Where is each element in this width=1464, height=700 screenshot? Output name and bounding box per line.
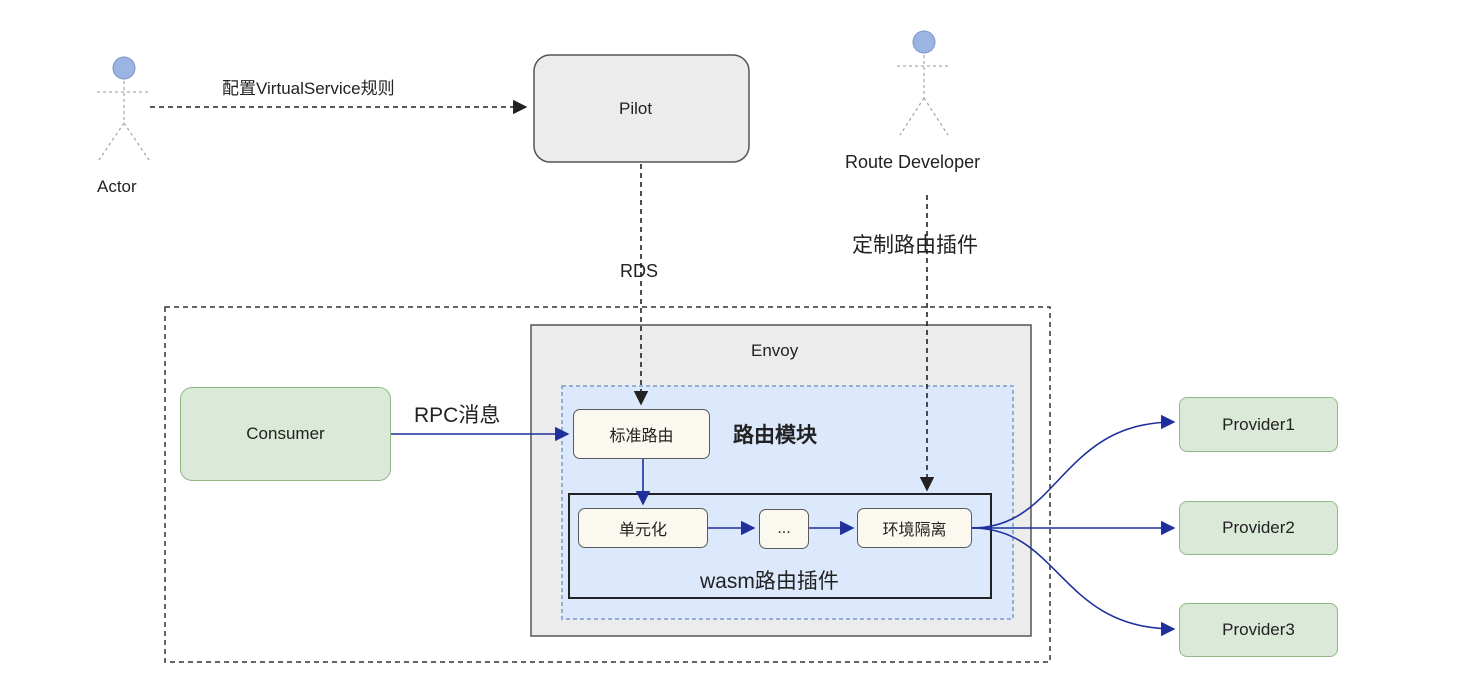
env-isolation-step[interactable]: 环境隔离	[857, 508, 972, 548]
edge-to-provider3	[971, 527, 1176, 637]
pilot-label: Pilot	[619, 99, 653, 118]
unitization-step[interactable]: 单元化	[578, 508, 708, 548]
unitization-label: 单元化	[618, 522, 667, 539]
standard-routing-label: 标准路由	[609, 428, 674, 445]
provider1-label: Provider1	[1222, 414, 1295, 434]
provider3-node[interactable]: Provider3	[1179, 603, 1338, 657]
env-isolation-label: 环境隔离	[882, 522, 947, 539]
envoy-title: Envoy	[751, 341, 799, 360]
edge-label-custom-plugin: 定制路由插件	[852, 234, 978, 257]
provider2-label: Provider2	[1222, 518, 1295, 537]
wasm-plugin-title: wasm路由插件	[700, 570, 839, 593]
edge-to-provider1	[971, 414, 1176, 529]
actor-right-icon	[897, 30, 951, 136]
edge-label-rpc: RPC消息	[414, 404, 501, 427]
ellipsis-label: ...	[777, 520, 791, 537]
provider2-node[interactable]: Provider2	[1179, 501, 1338, 555]
pilot-box[interactable]	[533, 54, 750, 163]
provider1-node[interactable]: Provider1	[1179, 397, 1338, 452]
mesh-boundary	[164, 306, 1051, 663]
actor-left-label: Actor	[97, 177, 137, 196]
ellipsis-step[interactable]: ...	[759, 509, 809, 549]
consumer-label: Consumer	[246, 424, 325, 443]
actor-left-icon	[97, 56, 151, 161]
consumer-node[interactable]: Consumer	[180, 387, 391, 481]
standard-routing-node[interactable]: 标准路由	[573, 409, 710, 459]
provider3-label: Provider3	[1222, 620, 1295, 639]
edge-label-rds: RDS	[620, 261, 659, 281]
edge-label-config-rules: 配置VirtualService规则	[222, 79, 395, 98]
actor-right-label: Route Developer	[845, 152, 981, 172]
routing-module-title: 路由模块	[733, 424, 817, 447]
